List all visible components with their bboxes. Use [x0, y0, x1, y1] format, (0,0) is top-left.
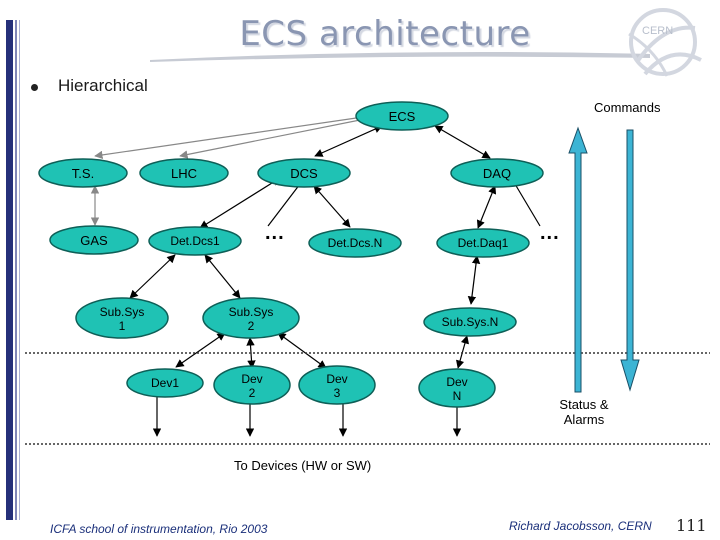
edge-subsys2-dev2: [246, 337, 256, 369]
node-detdaq1: [436, 228, 530, 258]
node-detdcs1: [148, 226, 242, 256]
node-dev3-label-line1: Dev: [326, 372, 348, 386]
node-detdaq1-label: Det.Daq1: [457, 236, 509, 250]
node-detdcsn: [308, 228, 402, 258]
status-alarms-label-line1: Status &: [559, 397, 609, 412]
node-subsysn-label: Sub.Sys.N: [441, 315, 499, 329]
node-gas: [49, 225, 139, 255]
node-lhc: [139, 158, 229, 188]
page-title: ECS architecture: [239, 14, 531, 54]
node-devn-label-line2: N: [452, 389, 462, 403]
node-subsys2-label-line2: 2: [247, 319, 255, 333]
node-daq-label: DAQ: [482, 166, 512, 181]
ellipsis-dcs: ...: [265, 222, 285, 244]
node-dev1-label: Dev1: [150, 376, 179, 390]
node-daq: [450, 158, 544, 188]
edge-detdcs1-subsys2: [204, 254, 241, 299]
node-dev2-label-line1: Dev: [241, 372, 263, 386]
commands-label: Commands: [594, 100, 661, 115]
node-dev1: [126, 368, 204, 398]
node-dev3-label: Dev 3: [307, 372, 367, 400]
footer-author: Richard Jacobsson, CERN: [509, 519, 652, 533]
status-alarms-label-line2: Alarms: [563, 412, 605, 427]
node-devn-label-line1: Dev: [446, 375, 468, 389]
node-devn: [418, 368, 496, 408]
node-lhc-label: LHC: [170, 166, 197, 181]
node-gas-label: GAS: [80, 233, 108, 248]
devices-label: To Devices (HW or SW): [234, 458, 372, 473]
cern-logo-text: CERN: [642, 25, 674, 37]
node-detdcsn-label: Det.Dcs.N: [327, 236, 383, 250]
node-subsys2-label: Sub.Sys 2: [216, 305, 286, 333]
node-ts: [38, 158, 128, 188]
edge-subsysn-devn: [456, 335, 469, 369]
node-subsys2: [202, 297, 300, 339]
node-subsys1-label-line2: 1: [118, 319, 126, 333]
edge-ecs-lhc: [179, 115, 371, 159]
node-dcs-label: DCS: [290, 166, 318, 181]
ellipsis-daq: ...: [540, 222, 560, 244]
status-alarms-label: Status & Alarms: [548, 397, 620, 427]
node-dev3: [298, 365, 376, 405]
footer-school: ICFA school of instrumentation, Rio 2003: [50, 522, 268, 536]
status-arrow-icon: [620, 129, 640, 392]
node-dev2-label: Dev 2: [222, 372, 282, 400]
node-subsys2-label-line1: Sub.Sys: [228, 305, 274, 319]
node-ecs: [355, 101, 449, 131]
page-number: 111: [676, 516, 707, 535]
commands-arrow-icon: [568, 126, 588, 393]
edge-dcs-detdcs1: [199, 177, 281, 229]
edge-subsys2-dev3: [277, 332, 327, 369]
node-subsys1-label-line1: Sub.Sys: [99, 305, 145, 319]
node-ts-label: T.S.: [71, 166, 95, 181]
node-ecs-label: ECS: [388, 109, 416, 124]
node-dev3-label-line2: 3: [333, 386, 341, 400]
edge-dcs-detdcsn: [313, 185, 351, 228]
left-border-bar: [6, 20, 20, 520]
node-subsys1: [75, 297, 169, 339]
edge-dcs-dots: [267, 183, 301, 227]
edge-daq-detdaq1: [476, 185, 497, 229]
node-dcs: [257, 158, 351, 188]
cern-logo-icon: [628, 8, 702, 77]
node-subsys1-label: Sub.Sys 1: [87, 305, 157, 333]
edge-ecs-dcs: [314, 125, 383, 157]
bullet-text: Hierarchical: [58, 76, 148, 95]
edge-ecs-daq: [434, 125, 491, 159]
edge-daq-dots: [514, 183, 541, 227]
node-dev2-label-line2: 2: [248, 386, 256, 400]
title-underline: [150, 52, 650, 62]
node-devn-label: Dev N: [427, 375, 487, 403]
edge-subsys2-dev1: [175, 332, 226, 368]
edge-detdaq1-subsysn: [467, 255, 481, 305]
node-detdcs1-label: Det.Dcs1: [170, 234, 220, 248]
node-subsysn: [423, 307, 517, 337]
node-dev2: [213, 365, 291, 405]
bullet-icon: [31, 84, 38, 91]
edge-detdcs1-subsys1: [129, 254, 176, 299]
